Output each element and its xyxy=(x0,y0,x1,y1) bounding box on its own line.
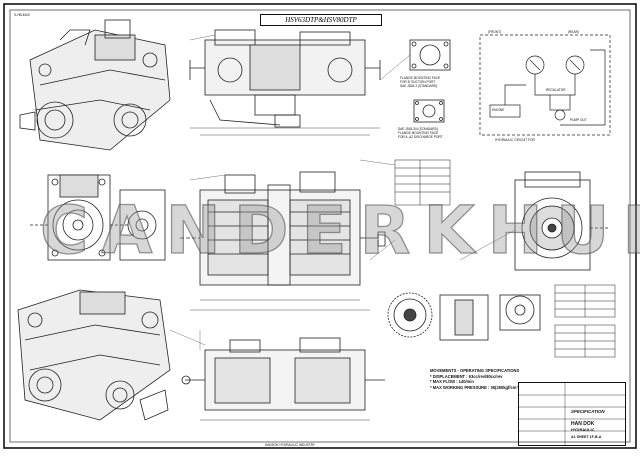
top-view xyxy=(189,29,381,136)
spec-heading: MOVEMENTS - OPERATING SPECIFICATIONS xyxy=(430,368,520,373)
flange-discharge xyxy=(413,99,445,123)
flange-suction xyxy=(409,39,451,71)
title-block-grid xyxy=(519,383,625,445)
spec-line: * MAX WORKING PRESSURE : 35(350kgf/cm²) xyxy=(430,384,520,390)
doc-label: SPECIFICATION xyxy=(571,409,605,414)
hydraulic-circuit-label: HYDRAULIC CIRCUIT FOR xyxy=(495,138,535,142)
company-line-1: HAN DOK xyxy=(571,421,595,427)
iso-view-bottom xyxy=(17,289,171,421)
front-view-label: (FRONT) xyxy=(488,30,502,34)
corner-code: S-HB-4600 xyxy=(14,13,30,17)
company-line-2: HYDRAULIC xyxy=(571,427,595,432)
leader-lines xyxy=(169,34,516,350)
flange-callout-b: SAE J518-3/4 (STANDARD) FLANGE MOUNTING … xyxy=(398,127,443,139)
small-side-view xyxy=(119,189,166,261)
sheet-number: A1 SHEET 1F-B-A xyxy=(571,435,602,439)
pump-out-label: PUMP OUT xyxy=(570,118,587,122)
right-side-view xyxy=(514,171,610,271)
front-elevation xyxy=(180,171,386,311)
rear-view-label: (REAR) xyxy=(568,30,579,34)
flange-callout-a: FLANGE MOUNTING FACE FOR B' SUCTION PORT… xyxy=(400,76,441,88)
spec-block: MOVEMENTS - OPERATING SPECIFICATIONS * D… xyxy=(430,368,519,390)
engine-label: ENGINE xyxy=(492,108,505,112)
left-side-view xyxy=(30,174,128,261)
regulator-label: REGULATOR xyxy=(546,88,566,92)
spec-line: * DISPLACEMENT : 63cc/rev/80cc/rev xyxy=(430,373,503,379)
iso-view-top xyxy=(19,19,171,151)
hydraulic-circuit xyxy=(479,34,611,136)
inner-frame xyxy=(9,9,631,443)
watermark: CANDERKHUB xyxy=(39,192,640,269)
gear-detail xyxy=(387,292,541,341)
footer-text: HANDOK HYDRAULIC INDUSTRY xyxy=(265,443,316,447)
model-title: HSV63DTP&HSV80DTP xyxy=(260,14,382,26)
spec-line: * MAX FLOW : 140/min xyxy=(430,379,474,385)
title-block: HAN DOK HYDRAULIC SPECIFICATION A1 SHEET… xyxy=(518,382,626,446)
spline-tables xyxy=(394,159,616,358)
bottom-elevation xyxy=(181,337,385,421)
outer-frame xyxy=(3,3,637,449)
